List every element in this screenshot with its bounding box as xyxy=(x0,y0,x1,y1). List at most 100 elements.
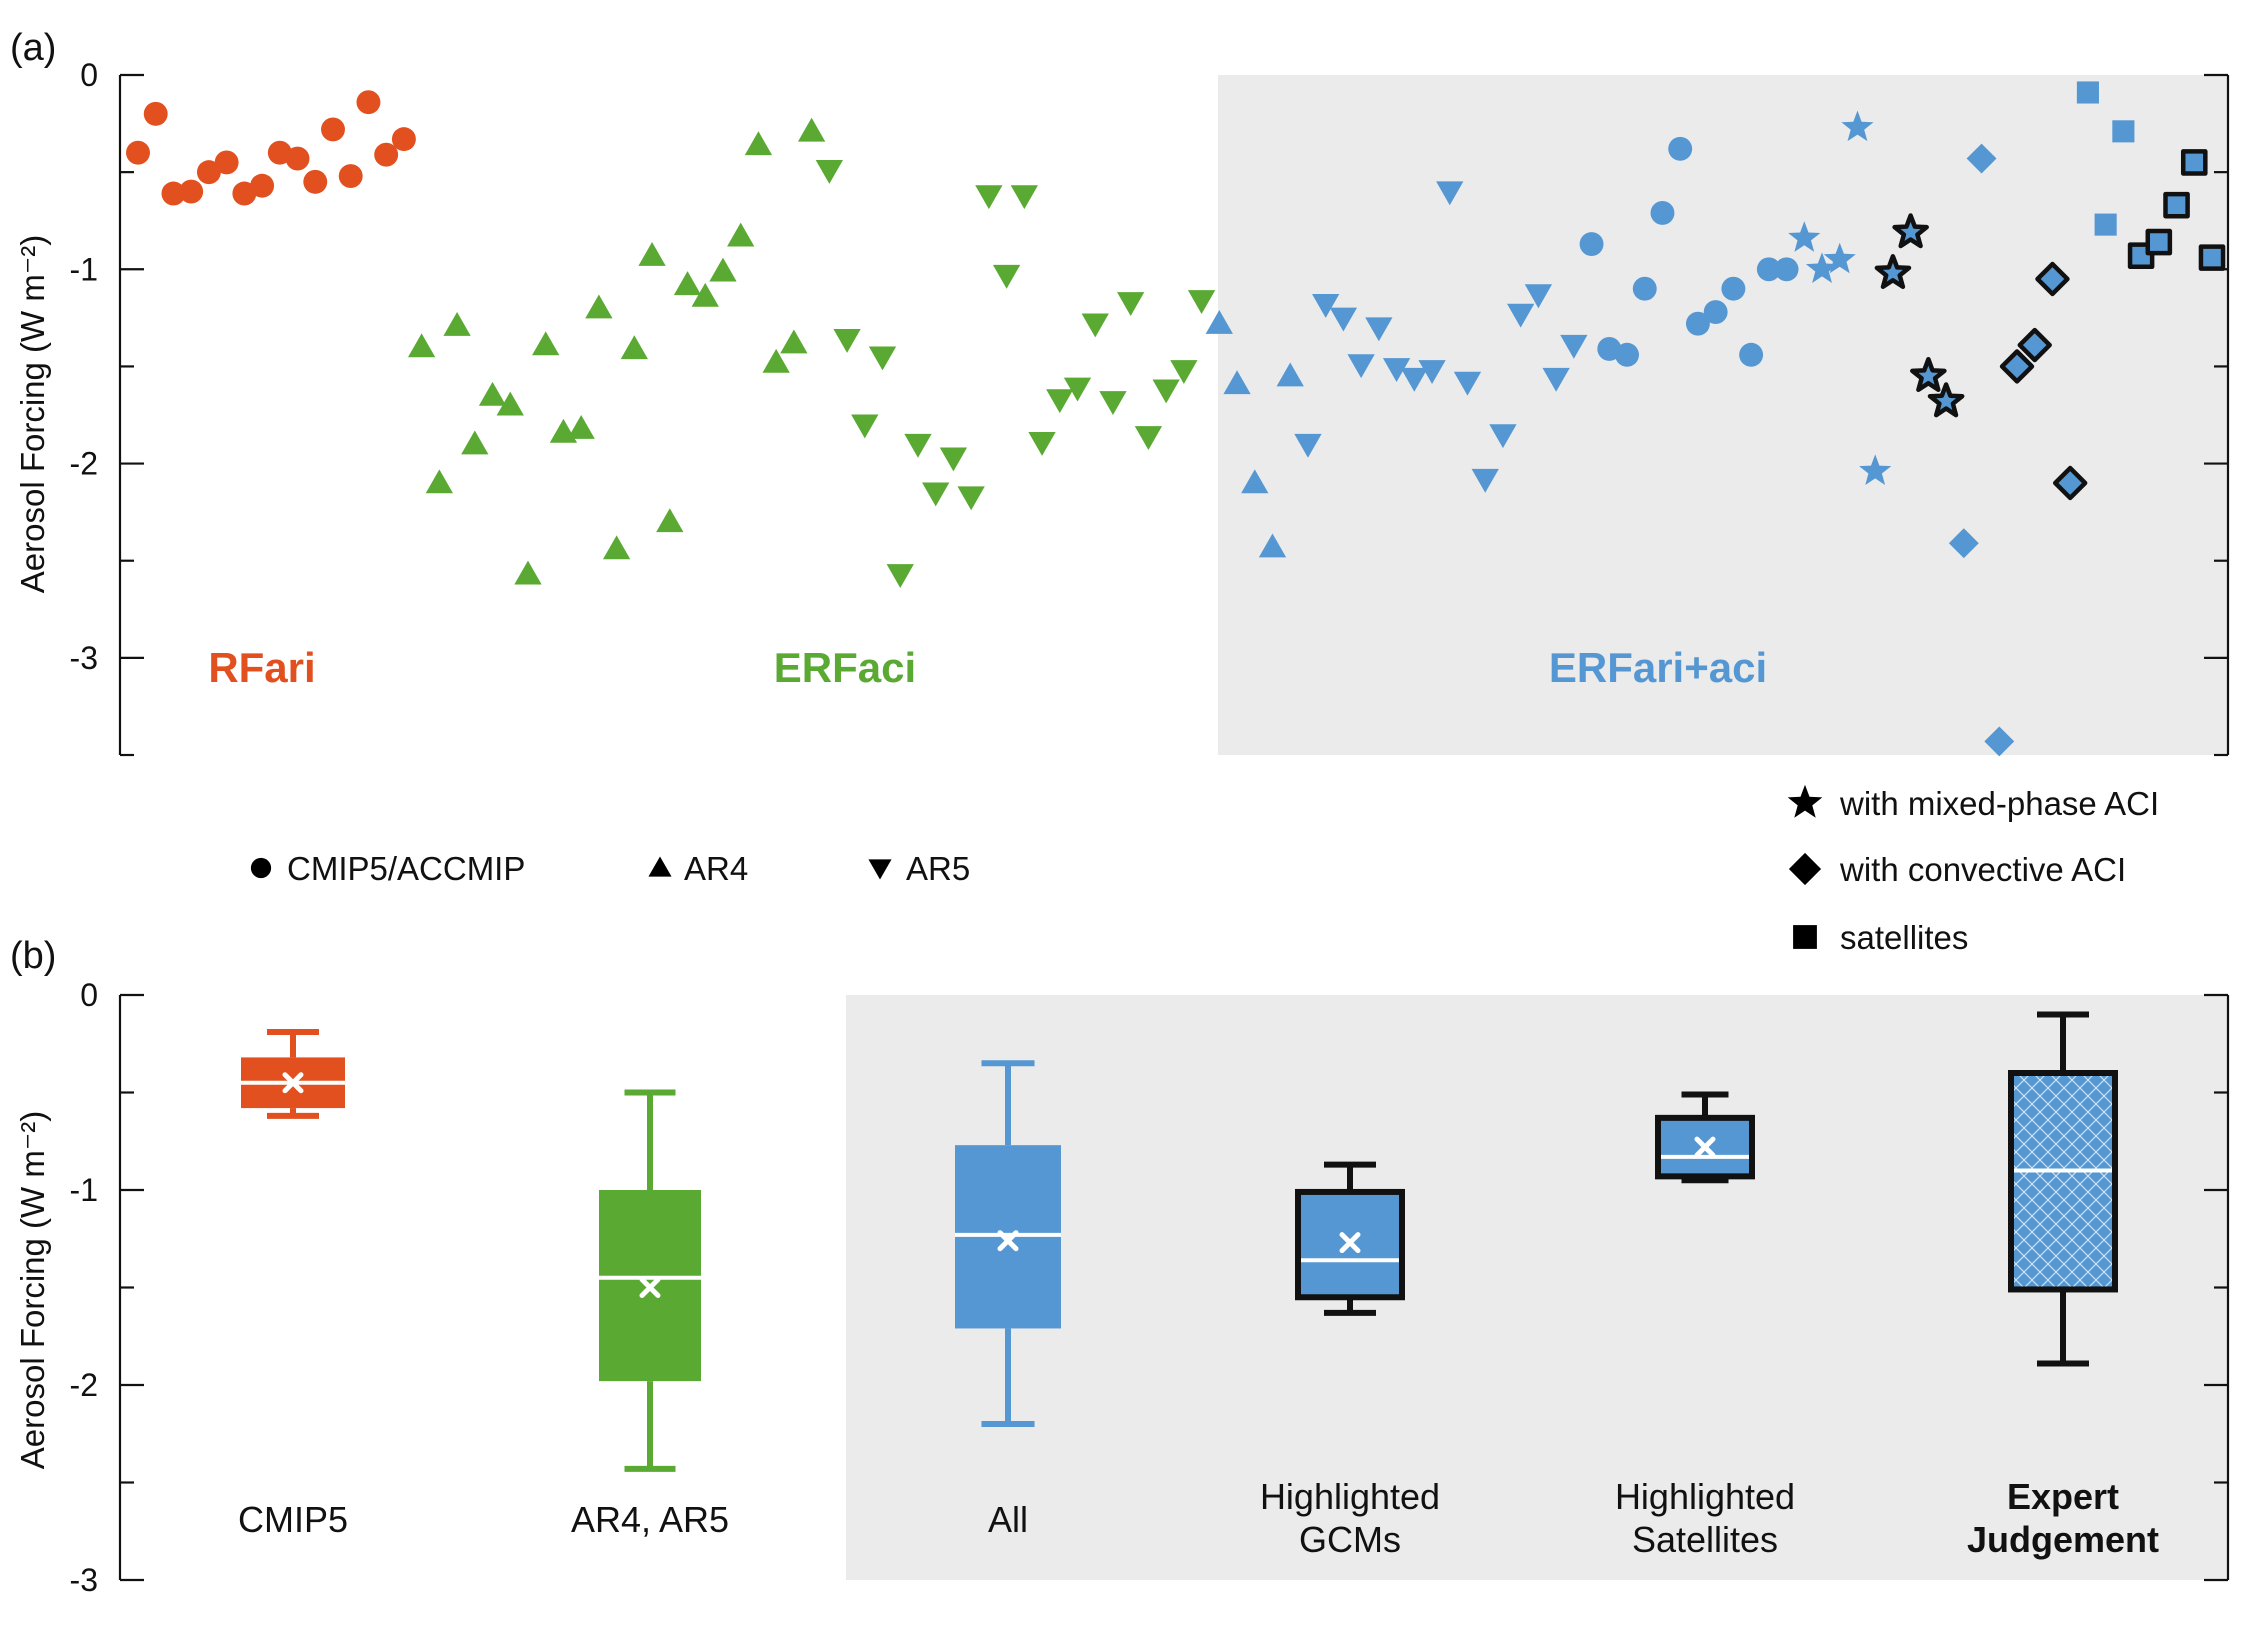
data-point-triangle-up xyxy=(425,469,454,494)
panel-a-label: (a) xyxy=(10,27,56,69)
data-point-triangle-down xyxy=(1524,284,1553,309)
data-point-diamond xyxy=(1948,528,1979,559)
panel-a-y-tick-label: -1 xyxy=(70,251,98,287)
data-point-circle xyxy=(1650,200,1675,225)
data-point-triangle-down xyxy=(1560,334,1588,359)
panel-b-y-tick-label: -3 xyxy=(70,1562,98,1598)
data-point-square-outlined xyxy=(2180,149,2208,176)
data-point-triangle-down xyxy=(939,447,968,472)
legend-marker-triangle-down-icon xyxy=(868,859,892,880)
data-point-triangle-down xyxy=(833,328,861,353)
data-point-triangle-down xyxy=(1436,181,1464,206)
box-mean-marker xyxy=(997,1230,1019,1252)
data-point-triangle-down xyxy=(1170,360,1198,384)
data-point-triangle-down xyxy=(1063,377,1092,402)
data-point-triangle-down xyxy=(975,185,1003,210)
data-point-triangle-up xyxy=(797,117,826,142)
panel-b-axes: 0-1-2-3 xyxy=(70,977,2230,1598)
data-point-triangle-down xyxy=(1489,424,1517,449)
legend-marker-star-icon xyxy=(1787,784,1823,818)
category-label: Expert xyxy=(2007,1476,2119,1517)
data-point-triangle-up xyxy=(478,381,507,406)
panel-b-label: (b) xyxy=(10,935,56,977)
data-point-triangle-down xyxy=(1347,354,1375,379)
legend-item-cmip5-accmip: CMIP5/ACCMIP xyxy=(250,850,525,887)
data-point-triangle-down xyxy=(1542,367,1570,392)
data-point-triangle-down xyxy=(1418,360,1446,384)
data-point-star-outlined xyxy=(1892,213,1929,249)
category-label: Satellites xyxy=(1632,1519,1778,1560)
category-label: AR4, AR5 xyxy=(571,1499,729,1540)
data-point-diamond-outlined xyxy=(2052,465,2088,501)
panel-a: (a) Aerosol Forcing (W m⁻²) 0-1-2-3 RFar… xyxy=(10,27,2230,757)
data-point-circle xyxy=(1668,136,1693,161)
category-label: Judgement xyxy=(1967,1519,2159,1560)
data-point-triangle-up xyxy=(620,335,648,360)
erfari-aci-shaded-region xyxy=(1218,75,2228,755)
data-point-triangle-up xyxy=(1223,370,1251,395)
data-point-circle xyxy=(356,90,381,115)
data-point-triangle-down xyxy=(1294,433,1322,458)
data-point-triangle-up xyxy=(727,222,755,247)
box-6 xyxy=(2008,1011,2118,1367)
data-point-triangle-down xyxy=(957,486,985,511)
data-point-triangle-down xyxy=(1010,185,1038,210)
data-point-star-outlined xyxy=(1927,382,1965,418)
data-point-triangle-down xyxy=(1400,367,1428,392)
legend-label: with convective ACI xyxy=(1839,851,2126,888)
data-point-circle xyxy=(179,179,204,204)
data-point-triangle-down xyxy=(1187,290,1216,315)
data-point-square xyxy=(2094,213,2117,236)
data-point-circle xyxy=(1579,232,1604,256)
data-point-triangle-up xyxy=(780,329,808,354)
group-label-rfari: RFari xyxy=(208,644,315,691)
group-label-erfari-aci: ERFari+aci xyxy=(1549,644,1767,691)
data-point-triangle-down xyxy=(886,564,914,588)
data-point-diamond-outlined xyxy=(1999,349,2035,384)
data-point-circle xyxy=(1685,311,1710,336)
data-point-triangle-down xyxy=(1099,391,1127,416)
box-4 xyxy=(1295,1161,1405,1316)
legend-item-convective-aci: with convective ACI xyxy=(1788,851,2126,888)
data-point-circle xyxy=(214,150,239,175)
data-point-circle xyxy=(1739,342,1764,367)
data-point-square-outlined xyxy=(2163,191,2190,219)
data-point-triangle-up xyxy=(567,414,595,439)
data-point-circle xyxy=(126,140,150,165)
category-label: CMIP5 xyxy=(238,1499,348,1540)
data-point-triangle-down xyxy=(1134,426,1163,451)
data-point-square-outlined xyxy=(2145,228,2173,256)
data-point-circle xyxy=(321,117,345,142)
data-point-triangle-up xyxy=(532,331,560,356)
data-point-star xyxy=(1823,242,1856,274)
data-point-triangle-up xyxy=(1276,362,1304,387)
data-point-triangle-down xyxy=(1152,379,1180,404)
data-point-triangle-up xyxy=(744,131,773,156)
data-point-triangle-up xyxy=(602,535,631,560)
data-point-triangle-up xyxy=(407,333,436,358)
data-point-circle xyxy=(1774,257,1799,282)
box-5 xyxy=(1655,1091,1755,1184)
data-point-triangle-down xyxy=(1382,358,1411,383)
panel-a-data-points xyxy=(126,81,2226,757)
legend-label: AR5 xyxy=(906,850,970,887)
legend-marker-diamond-icon xyxy=(1788,852,1822,886)
panel-b-boxes xyxy=(241,1011,2118,1472)
data-point-triangle-down xyxy=(1312,294,1340,318)
box-iqr xyxy=(1655,1114,1755,1180)
data-point-circle xyxy=(374,142,399,167)
data-point-triangle-up xyxy=(762,348,790,373)
legend-marker-square-icon xyxy=(1793,925,1817,949)
data-point-circle xyxy=(196,160,221,185)
panel-a-y-tick-label: 0 xyxy=(80,57,98,93)
data-point-star-outlined xyxy=(1910,356,1947,393)
data-point-triangle-up xyxy=(585,294,613,319)
data-point-triangle-up xyxy=(1258,533,1287,558)
box-2 xyxy=(599,1089,701,1472)
data-point-circle xyxy=(285,146,310,171)
legend-label: satellites xyxy=(1840,919,1968,956)
data-point-square xyxy=(2076,81,2099,104)
legend-marker-triangle-up-icon xyxy=(648,856,672,877)
